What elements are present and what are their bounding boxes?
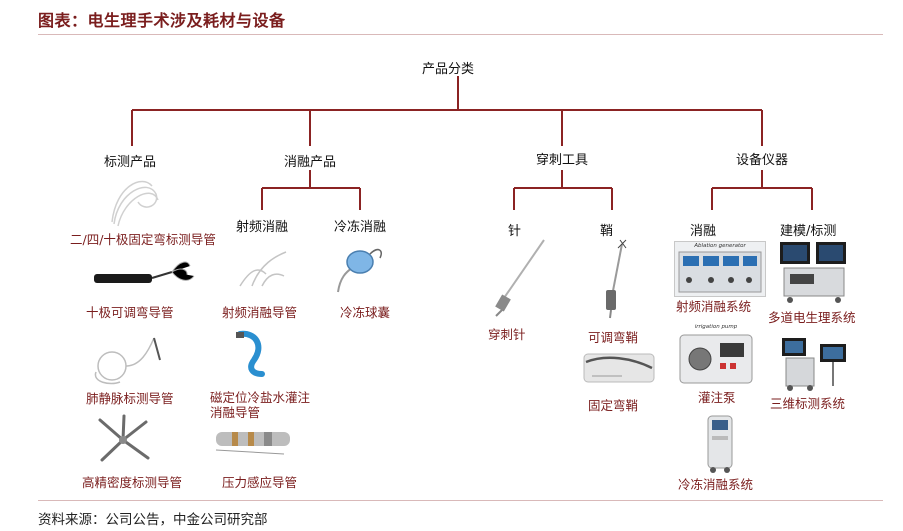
high-density-catheter-image — [98, 414, 150, 462]
top-rule — [38, 34, 883, 35]
category-ablation: 消融产品 — [284, 155, 337, 170]
puncture-needle-image — [495, 239, 545, 317]
pressure-sensing-catheter-image — [215, 432, 290, 455]
product-multichannel-ep-system: 多道电生理系统 — [768, 310, 856, 325]
figure-title: 图表：电生理手术涉及耗材与设备 — [38, 11, 286, 30]
root-node: 产品分类 — [422, 62, 475, 77]
rf-ablation-catheter-image — [239, 251, 287, 287]
cryo-ablation-system-image — [707, 415, 733, 473]
category-puncture: 穿刺工具 — [536, 153, 589, 168]
pulmonary-vein-catheter-image — [94, 337, 161, 385]
subcategory-eq-ablation: 消融 — [690, 224, 717, 239]
3d-mapping-system-image — [782, 338, 846, 391]
subcategory-cryo: 冷冻消融 — [334, 220, 387, 235]
product-rf-ablation-catheter: 射频消融导管 — [222, 305, 298, 320]
product-puncture-needle: 穿刺针 — [488, 327, 526, 342]
product-fixed-curve-mapping-catheter: 二/四/十极固定弯标测导管 — [70, 232, 216, 247]
product-high-density-catheter: 高精密度标测导管 — [82, 475, 183, 490]
irrigated-catheter-image — [236, 330, 265, 377]
product-irrigation-pump: 灌注泵 — [698, 390, 736, 405]
product-fixed-curve-sheath: 固定弯鞘 — [588, 398, 639, 413]
deflectable-catheter-image — [94, 261, 195, 283]
product-irrigated-catheter-line1: 磁定位冷盐水灌注 — [210, 390, 311, 405]
product-irrigated-catheter-line2: 消融导管 — [210, 405, 261, 420]
product-deflectable-sheath: 可调弯鞘 — [588, 330, 639, 345]
subcategory-needle: 针 — [508, 224, 522, 239]
subcategory-rf: 射频消融 — [236, 220, 289, 235]
rf-generator-caption: Ablation generator — [694, 243, 746, 249]
subcategory-sheath: 鞘 — [600, 224, 614, 239]
bottom-rule — [38, 500, 883, 501]
subcategory-eq-mapping: 建模/标测 — [780, 224, 837, 239]
fixed-curve-catheter-image — [111, 180, 159, 227]
category-equipment: 设备仪器 — [736, 153, 789, 168]
product-cryo-balloon: 冷冻球囊 — [340, 305, 391, 320]
product-pressure-sensing-catheter: 压力感应导管 — [222, 475, 298, 490]
category-mapping: 标测产品 — [104, 155, 157, 170]
irrigation-pump-caption: irrigation pump — [694, 324, 738, 330]
product-rf-ablation-system: 射频消融系统 — [676, 299, 752, 314]
product-pulmonary-vein-catheter: 肺静脉标测导管 — [86, 391, 174, 406]
deflectable-sheath-image — [606, 239, 627, 319]
rf-ablation-system-image: Ablation generator — [674, 241, 766, 297]
multichannel-ep-system-image — [780, 242, 846, 303]
product-3d-mapping-system: 三维标测系统 — [770, 396, 846, 411]
product-cryo-ablation-system: 冷冻消融系统 — [678, 477, 754, 492]
product-deflectable-catheter: 十极可调弯导管 — [86, 305, 174, 320]
cryo-balloon-image — [337, 248, 382, 293]
fixed-curve-sheath-image — [583, 353, 655, 383]
source-note: 资料来源：公司公告，中金公司研究部 — [38, 512, 268, 528]
irrigation-pump-image: irrigation pump — [676, 323, 756, 387]
